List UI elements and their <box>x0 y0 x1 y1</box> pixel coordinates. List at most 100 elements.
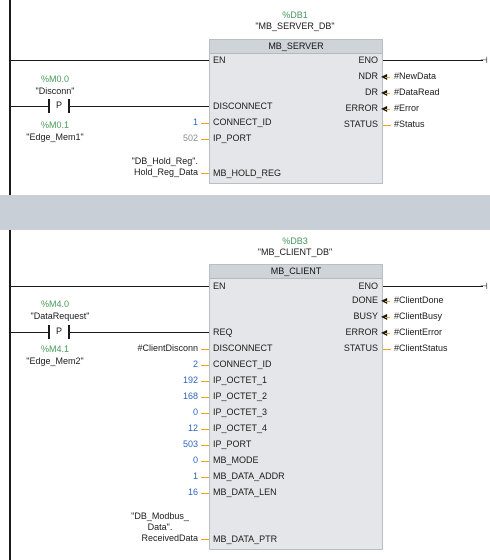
contact-wire-left <box>11 106 48 107</box>
mb-data-len-value[interactable]: 16 <box>187 487 198 497</box>
contact-bar-left <box>48 325 50 339</box>
ip-octet-3-pin-line <box>201 413 209 414</box>
req-wire <box>70 332 209 333</box>
mb-data-ptr-pin-line <box>201 539 209 540</box>
error-pin-line <box>385 333 390 334</box>
instance-db-address[interactable]: %DB1 <box>282 10 308 20</box>
disconnect-value[interactable]: #ClientDisconn <box>137 343 198 353</box>
ip-octet-4-pin-line <box>201 429 209 430</box>
power-rail-2 <box>9 230 11 560</box>
eno-wire-end: ⊣ <box>480 281 488 291</box>
pin-en: EN <box>213 281 226 291</box>
pin-mb-data-ptr: MB_DATA_PTR <box>213 534 278 544</box>
pin-status: STATUS <box>343 119 378 129</box>
contact-tag-name[interactable]: "Disconn" <box>35 86 75 96</box>
contact-tag-name[interactable]: "DataRequest" <box>30 311 90 321</box>
pin-eno: ENO <box>358 281 378 291</box>
mb-data-ptr-value-line3[interactable]: ReceivedData <box>141 533 198 543</box>
mb-data-ptr-value-line1[interactable]: "DB_Modbus_ <box>131 511 189 521</box>
mb-data-addr-value[interactable]: 1 <box>192 471 198 481</box>
error-target[interactable]: #ClientError <box>394 327 443 337</box>
ip-octet-1-pin-line <box>201 381 209 382</box>
positive-edge-contact[interactable]: P <box>48 99 70 113</box>
disconnect-wire <box>80 106 209 107</box>
instance-db-address[interactable]: %DB3 <box>282 236 308 246</box>
block-title: MB_SERVER <box>210 40 382 54</box>
pin-dr: DR <box>365 87 378 97</box>
error-arrow: ◀ <box>381 327 387 338</box>
pin-busy: BUSY <box>353 311 378 321</box>
pin-ip-octet-2: IP_OCTET_2 <box>213 391 268 401</box>
pin-eno: ENO <box>358 55 378 65</box>
eno-wire <box>383 286 483 287</box>
ip-octet-2-value[interactable]: 168 <box>182 391 198 401</box>
dr-target[interactable]: #DataRead <box>394 87 440 97</box>
ndr-pin-line <box>385 77 390 78</box>
en-wire <box>11 286 209 287</box>
block-title: MB_CLIENT <box>210 265 382 279</box>
error-target[interactable]: #Error <box>394 103 420 113</box>
contact-bar-right <box>68 99 70 113</box>
instance-db-name[interactable]: "MB_SERVER_DB" <box>255 21 335 31</box>
busy-target[interactable]: #ClientBusy <box>394 311 443 321</box>
edge-mem-address[interactable]: %M4.1 <box>40 344 69 354</box>
busy-arrow: ◀ <box>381 311 387 322</box>
edge-mem-name[interactable]: "Edge_Mem1" <box>26 132 84 142</box>
dr-arrow: ◀ <box>381 87 387 98</box>
mb-mode-value[interactable]: 0 <box>192 455 198 465</box>
network-2: %DB3 "MB_CLIENT_DB" MB_CLIENT EN ENO ⊣ %… <box>0 230 490 560</box>
function-block-mb-server[interactable]: MB_SERVER <box>209 39 383 184</box>
ip-octet-2-pin-line <box>201 397 209 398</box>
connect-id-value[interactable]: 2 <box>192 359 198 369</box>
mb-data-len-pin-line <box>201 493 209 494</box>
pin-disconnect: DISCONNECT <box>213 101 273 111</box>
ip-octet-1-value[interactable]: 192 <box>182 375 198 385</box>
instance-db-name[interactable]: "MB_CLIENT_DB" <box>257 247 333 257</box>
hold-reg-value-line1[interactable]: "DB_Hold_Reg". <box>131 156 198 166</box>
en-wire <box>11 60 209 61</box>
connect-id-pin-line <box>201 365 209 366</box>
pin-disconnect: DISCONNECT <box>213 343 273 353</box>
edge-mem-address[interactable]: %M0.1 <box>40 120 69 130</box>
contact-wire-left <box>11 332 48 333</box>
power-rail-1 <box>9 0 11 195</box>
positive-edge-contact[interactable]: P <box>48 325 70 339</box>
error-pin-line <box>385 109 390 110</box>
mb-data-addr-pin-line <box>201 477 209 478</box>
contact-wire-right <box>70 106 80 107</box>
contact-bar-right <box>68 325 70 339</box>
pin-ip-octet-3: IP_OCTET_3 <box>213 407 268 417</box>
ip-octet-3-value[interactable]: 0 <box>192 407 198 417</box>
connect-id-value[interactable]: 1 <box>192 117 198 127</box>
ndr-target[interactable]: #NewData <box>394 71 437 81</box>
pin-mb-hold-reg: MB_HOLD_REG <box>213 168 282 178</box>
busy-pin-line <box>385 317 390 318</box>
status-target[interactable]: #Status <box>394 119 425 129</box>
pin-en: EN <box>213 55 226 65</box>
done-target[interactable]: #ClientDone <box>394 295 444 305</box>
ip-octet-4-value[interactable]: 12 <box>187 423 198 433</box>
mb-data-ptr-value-line2[interactable]: Data". <box>147 522 173 532</box>
disconnect-pin-line <box>201 349 209 350</box>
pin-ndr: NDR <box>358 71 379 81</box>
eno-wire-end: ⊣ <box>480 55 488 65</box>
contact-bar-left <box>48 99 50 113</box>
edge-mem-name[interactable]: "Edge_Mem2" <box>26 356 84 366</box>
ip-port-pin-line <box>201 139 209 140</box>
pin-status: STATUS <box>343 343 378 353</box>
mb-mode-pin-line <box>201 461 209 462</box>
pin-connect-id: CONNECT_ID <box>213 117 272 127</box>
ip-port-value[interactable]: 503 <box>182 439 198 449</box>
done-arrow: ◀ <box>381 295 387 306</box>
pin-mb-data-addr: MB_DATA_ADDR <box>213 471 285 481</box>
contact-address[interactable]: %M4.0 <box>40 299 69 309</box>
hold-reg-value-line2[interactable]: Hold_Reg_Data <box>133 167 198 177</box>
pin-mb-data-len: MB_DATA_LEN <box>213 487 277 497</box>
contact-address[interactable]: %M0.0 <box>40 74 69 84</box>
function-block-mb-client[interactable]: MB_CLIENT <box>209 264 383 550</box>
status-target[interactable]: #ClientStatus <box>394 343 448 353</box>
pin-mb-mode: MB_MODE <box>213 455 259 465</box>
pin-error: ERROR <box>345 103 378 113</box>
ip-port-value[interactable]: 502 <box>182 133 198 143</box>
contact-symbol: P <box>56 100 63 110</box>
